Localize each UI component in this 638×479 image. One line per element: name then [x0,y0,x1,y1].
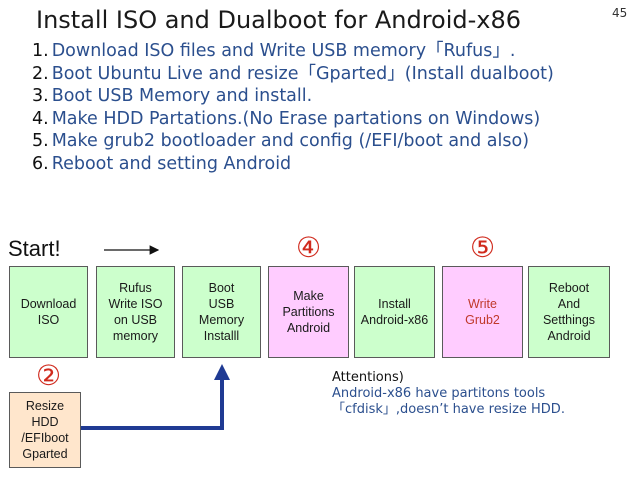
box-label: Rufus Write ISO on USB memory [108,281,163,343]
step-text: Boot USB Memory and install. [51,86,313,106]
flow-box-reboot: Reboot And Setthings Android [528,266,610,358]
step-marker-5: ⑤ [470,231,496,264]
box-label: Download ISO [20,297,77,327]
attention-line: 「cfdisk」,doesn’t have resize HDD. [332,402,565,417]
step-number: 6. [32,153,49,174]
flow-box-write-grub: Write Grub2 [442,266,523,358]
flow-box-install-android: Install Android-x86 [354,266,435,358]
step-item: 2.Boot Ubuntu Live and resize「Gparted」(I… [32,63,554,86]
step-item: 1.Download ISO files and Write USB memor… [32,40,554,63]
step-item: 4.Make HDD Partations.(No Erase partatio… [32,108,554,131]
step-number: 3. [32,86,49,106]
step-number: 2. [32,63,49,84]
box-label: Write Grub2 [465,297,500,327]
box-label: Reboot And Setthings Android [542,281,596,343]
start-label: Start! [8,236,61,261]
step-number: 4. [32,108,49,129]
box-label: Boot USB Memory Installl [198,281,245,343]
step-item: 5.Make grub2 bootloader and config (/EFI… [32,130,554,153]
step-number: 5. [32,131,49,151]
step-text: Reboot and setting Android [51,153,292,174]
box-label: Resize HDD /EFIboot Gparted [21,399,69,461]
step-text: Make HDD Partations.(No Erase partations… [51,108,541,129]
attention-heading: Attentions) [332,370,404,385]
step-item: 6.Reboot and setting Android [32,153,554,176]
step-marker-4: ④ [296,231,322,264]
attention-note: Attentions) Android-x86 have partitons t… [332,370,565,418]
page-number: 45 [612,6,628,20]
step-text: Make grub2 bootloader and config (/EFI/b… [51,131,530,151]
flow-box-boot-usb: Boot USB Memory Installl [182,266,261,358]
resize-hdd-box: Resize HDD /EFIboot Gparted [9,392,81,468]
flow-box-download-iso: Download ISO [9,266,88,358]
step-number: 1. [32,41,49,61]
step-item: 3.Boot USB Memory and install. [32,85,554,108]
step-list: 1.Download ISO files and Write USB memor… [32,40,554,175]
attention-line: Android-x86 have partitons tools [332,386,546,401]
flow-box-make-partitions: Make Partitions Android [268,266,349,358]
flow-box-rufus: Rufus Write ISO on USB memory [96,266,175,358]
step-text: Boot Ubuntu Live and resize「Gparted」(Ins… [51,63,554,84]
slide-title: Install ISO and Dualboot for Android-x86 [36,6,522,34]
box-label: Install Android-x86 [360,297,429,327]
resize-to-boot-arrow [80,364,230,430]
step-marker-2: ② [36,359,62,392]
step-text: Download ISO files and Write USB memory「… [51,41,516,61]
box-label: Make Partitions Android [282,289,335,335]
